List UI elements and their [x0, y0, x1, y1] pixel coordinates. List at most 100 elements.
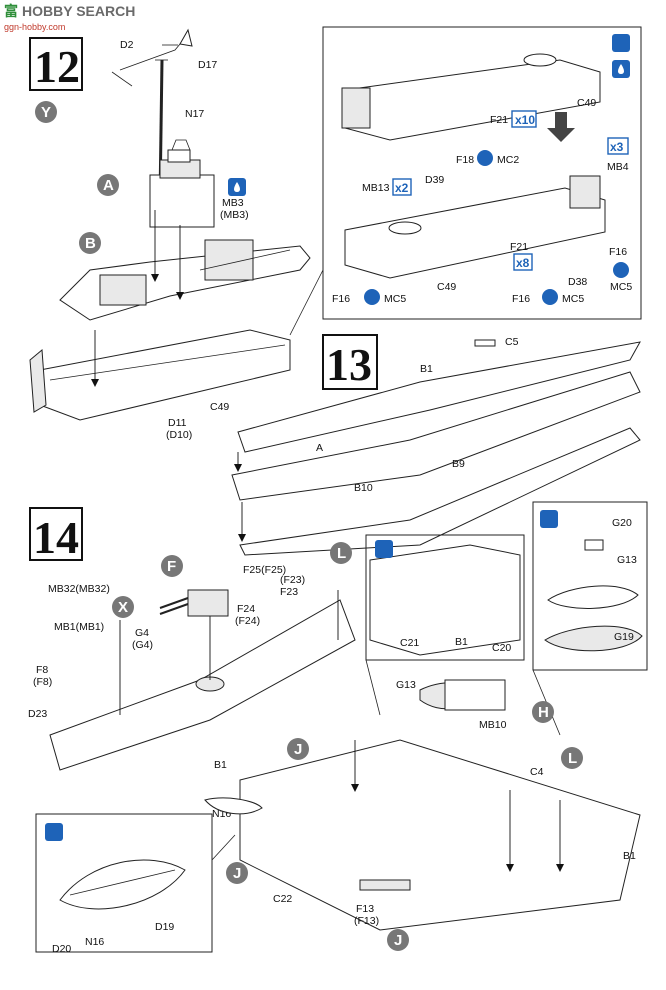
badge-h: H [532, 701, 554, 723]
watermark-url: ggn-hobby.com [4, 22, 65, 32]
paint-chip-icon [477, 150, 493, 166]
badge-b: B [79, 232, 101, 254]
label-g13: G13 [396, 679, 416, 691]
hull-deck-b1 [237, 341, 641, 453]
label-g4-alt: (G4) [132, 639, 153, 651]
badge-l: L [561, 747, 583, 769]
paint-code-mc2: MC2 [497, 154, 519, 166]
step-14-box [29, 507, 83, 561]
qty-x2: x2 [395, 181, 409, 195]
label-b1: B1 [623, 850, 636, 862]
gun-turret [159, 589, 229, 617]
badge-j: J [387, 929, 409, 951]
label-d23: D23 [28, 708, 47, 720]
label-d39: D39 [425, 174, 444, 186]
badge-x: X [112, 596, 134, 618]
label-b10: B10 [354, 482, 373, 494]
svg-text:L: L [568, 750, 577, 767]
label-f23-alt: (F23) [280, 574, 305, 586]
label-mb1: MB1(MB1) [54, 621, 104, 633]
label-c49: C49 [437, 281, 456, 293]
svg-text:L: L [337, 545, 346, 562]
label-g19: G19 [614, 631, 634, 643]
paint-chip-icon [542, 289, 558, 305]
step-12-detail-inset: C49 F21 x10 F18 MC2 MB13 x2 D39 x3 MB4 F… [289, 26, 642, 336]
label-d19: D19 [155, 921, 174, 933]
main-deck [239, 739, 641, 931]
label-d20: D20 [52, 943, 71, 955]
svg-text:F: F [167, 558, 176, 575]
label-b1: B1 [420, 363, 433, 375]
label-f16: F16 [609, 246, 627, 258]
label-b9: B9 [452, 458, 465, 470]
label-d11-alt: (D10) [166, 429, 192, 441]
badge-j: J [287, 738, 309, 760]
paint-chip-icon [613, 262, 629, 278]
label-f23: F23 [280, 586, 298, 598]
label-c21: C21 [400, 637, 419, 649]
boat-n16 [204, 797, 263, 815]
step-13: 13 C5 B1 A B9 B10 [231, 334, 641, 556]
label-c5: C5 [505, 336, 519, 348]
label-n17: N17 [185, 108, 204, 120]
deck-b [59, 239, 311, 321]
svg-text:A: A [103, 177, 114, 194]
svg-text:J: J [294, 741, 302, 758]
label-b1: B1 [455, 636, 468, 648]
svg-text:B: B [85, 235, 96, 252]
step-13-number: 13 [326, 339, 372, 390]
inset-boats: G20 G13 G19 [532, 501, 648, 736]
label-a: A [316, 442, 323, 454]
label-d17: D17 [198, 59, 217, 71]
qty-x8: x8 [516, 256, 530, 270]
label-f16: F16 [512, 293, 530, 305]
label-f13: F13 [356, 903, 374, 915]
label-mb10: MB10 [479, 719, 507, 731]
label-f24-alt: (F24) [235, 615, 260, 627]
qty-x10: x10 [515, 113, 535, 127]
label-d11: D11 [168, 417, 187, 429]
label-mb3-alt: (MB3) [220, 209, 249, 221]
watermark-cn: 富 [4, 3, 18, 19]
label-g13: G13 [617, 554, 637, 566]
paint-icon [612, 34, 630, 52]
label-c4: C4 [530, 766, 544, 778]
label-mb32: MB32(MB32) [48, 583, 110, 595]
label-f24: F24 [237, 603, 255, 615]
step-12: 12 Y [29, 28, 311, 441]
superstructure-a [149, 139, 215, 228]
label-f13-alt: (F13) [354, 915, 379, 927]
step-14-number: 14 [33, 512, 79, 563]
step-13-box [322, 334, 378, 390]
svg-text:X: X [118, 599, 128, 616]
label-f21: F21 [490, 114, 508, 126]
step-12-box [29, 37, 83, 91]
hull-c49 [29, 329, 291, 421]
paint-icon [45, 823, 63, 841]
inset-lifeboat: D19 N16 D20 [35, 813, 236, 955]
label-d38: D38 [568, 276, 587, 288]
label-f25: F25(F25) [243, 564, 286, 576]
label-mb13: MB13 [362, 182, 390, 194]
hull-side-b9 [231, 371, 641, 501]
paint-code-mc5: MC5 [610, 281, 632, 293]
label-mb4: MB4 [607, 161, 629, 173]
hull-side-b10 [239, 427, 641, 556]
badge-l: L [330, 542, 352, 564]
part-f13 [359, 879, 411, 891]
paint-chip-icon [364, 289, 380, 305]
watermark: 富 HOBBY SEARCH ggn-hobby.com [4, 3, 135, 32]
label-c49: C49 [577, 97, 596, 109]
badge-j: J [226, 862, 248, 884]
paint-code-mc5: MC5 [384, 293, 406, 305]
svg-text:J: J [233, 865, 241, 882]
svg-text:H: H [538, 704, 549, 721]
watermark-en: HOBBY SEARCH [22, 3, 135, 19]
label-b1: B1 [214, 759, 227, 771]
badge-y: Y [35, 101, 57, 123]
label-f18: F18 [456, 154, 474, 166]
svg-text:Y: Y [41, 104, 51, 121]
inset-c20-c21: C21 B1 C20 [365, 534, 525, 716]
label-c22: C22 [273, 893, 292, 905]
label-f21: F21 [510, 241, 528, 253]
